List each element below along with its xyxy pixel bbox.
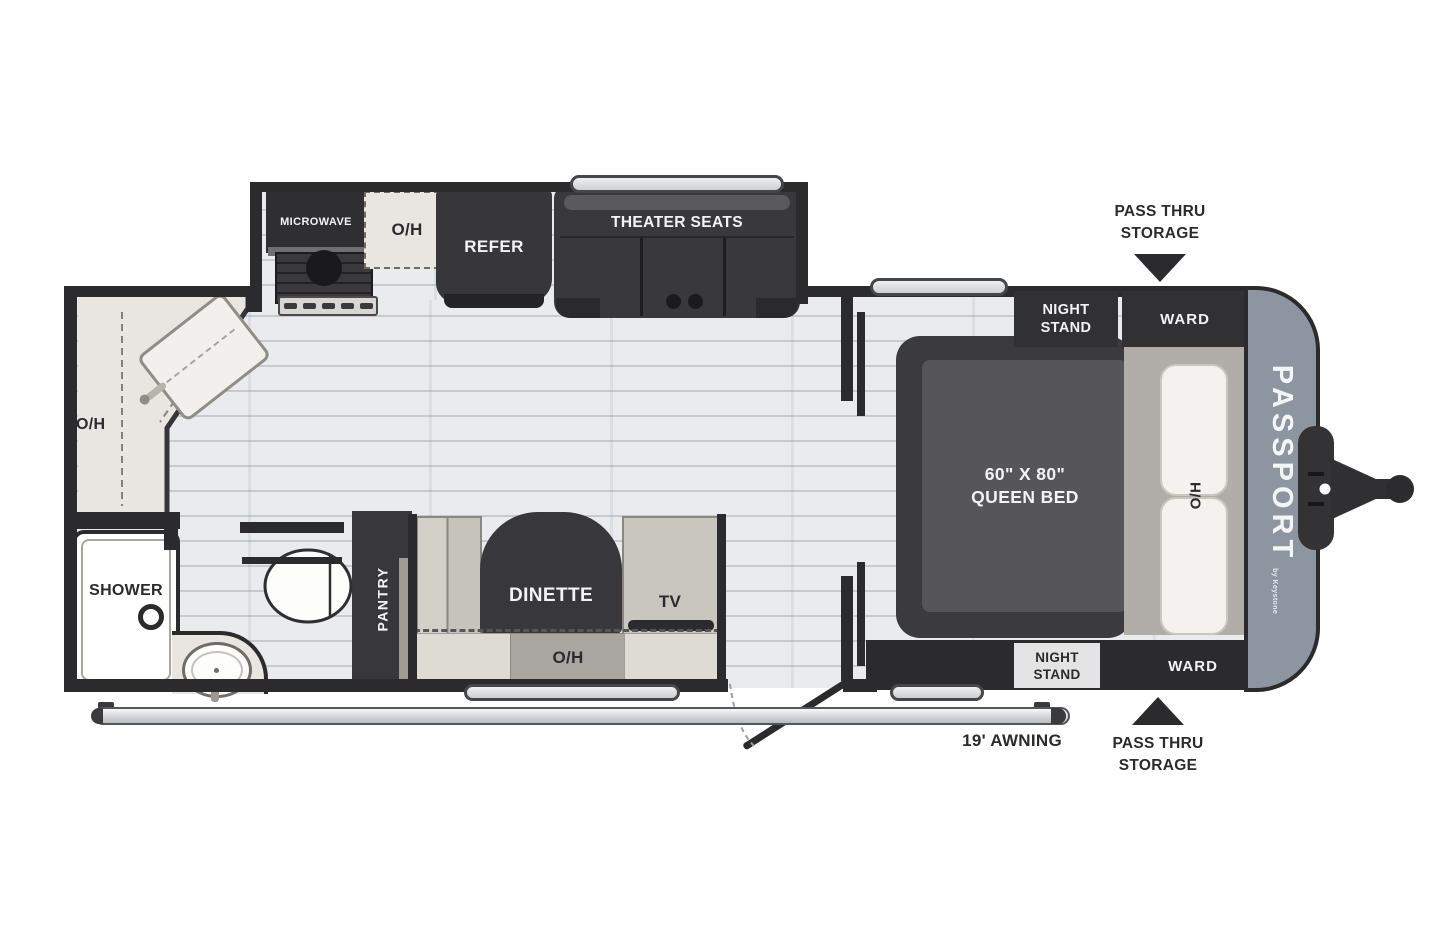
slide-boundary-dashed xyxy=(414,629,720,632)
hitch xyxy=(1298,426,1414,550)
overhead-cabinet-dinette-center: O/H xyxy=(510,633,626,683)
theater-seats: THEATER SEATS xyxy=(554,188,800,318)
tv-stand xyxy=(628,620,714,631)
tv-label: TV xyxy=(658,592,682,611)
ward-top-label: WARD xyxy=(1160,310,1210,328)
ward-bottom: WARD xyxy=(1138,651,1248,681)
night-stand-top-label2: STAND xyxy=(1040,320,1092,336)
dinette-bench-left xyxy=(416,516,482,636)
armrest-base xyxy=(756,298,798,318)
headrest-bar xyxy=(564,195,790,210)
vent-slot xyxy=(321,303,335,309)
seat-cushion-line xyxy=(560,236,794,238)
pantry-label: PANTRY xyxy=(374,566,390,631)
pillow xyxy=(1160,364,1228,496)
night-stand-bottom-label1: NIGHT xyxy=(1035,649,1079,665)
range-vent xyxy=(278,296,378,316)
overhead-label-galley: O/H xyxy=(76,416,106,433)
toilet xyxy=(263,548,353,624)
slide-wall-top xyxy=(250,182,808,192)
dinette-slide-wall-right xyxy=(717,514,726,682)
dinette-label: DINETTE xyxy=(508,585,594,606)
pass-thru-arrow-bottom xyxy=(1132,697,1184,725)
refrigerator: REFER xyxy=(436,191,552,303)
overhead-cabinet-dinette-left xyxy=(414,633,512,683)
seat-divider xyxy=(723,238,726,316)
theater-seats-label: THEATER SEATS xyxy=(610,214,744,231)
window-pill-bottom-dinette xyxy=(464,684,680,701)
awning-end-nub-right xyxy=(1034,702,1050,710)
night-stand-top-label1: NIGHT xyxy=(1042,302,1090,318)
vanity-faucet-stem xyxy=(211,688,219,702)
shower-label: SHOWER xyxy=(89,582,163,599)
tv-cabinet xyxy=(622,516,722,638)
cupholder-dot xyxy=(688,294,703,309)
vent-slot xyxy=(283,303,297,309)
awning-cap-left xyxy=(91,708,103,724)
bath-wall-tab xyxy=(164,512,178,550)
microwave-label: MICROWAVE xyxy=(280,216,352,228)
bath-wall-toilet-thin xyxy=(242,557,342,564)
cupholder-dot xyxy=(666,294,681,309)
refrigerator-label: REFER xyxy=(464,237,524,256)
awning-cap-right xyxy=(1051,708,1066,724)
pass-thru-top-line2: STORAGE xyxy=(1120,225,1200,242)
night-stand-bottom-label2: STAND xyxy=(1033,666,1081,682)
burner-icon xyxy=(306,250,342,286)
pass-thru-label-bottom: PASS THRU STORAGE xyxy=(1068,733,1248,777)
slide-wall-right xyxy=(796,182,808,304)
shower-drain-icon xyxy=(138,604,164,630)
awning-label: 19' AWNING xyxy=(962,731,1062,750)
sink-drain-dot xyxy=(214,668,219,673)
ward-bottom-label: WARD xyxy=(1168,657,1218,675)
vent-slot xyxy=(302,303,316,309)
wall-top-left xyxy=(64,286,260,297)
shower: SHOWER xyxy=(72,530,180,690)
window-pill-top-right xyxy=(870,278,1008,296)
pass-thru-label-top: PASS THRU STORAGE xyxy=(1072,201,1248,245)
pantry-counter-strip xyxy=(399,558,410,682)
overhead-label-dinette: O/H xyxy=(552,648,584,667)
bath-wall-toilet xyxy=(240,522,344,533)
vent-slot xyxy=(359,303,373,309)
night-stand-top: NIGHT STAND xyxy=(1014,291,1118,347)
armrest-base xyxy=(556,298,600,318)
night-stand-bottom: NIGHT STAND xyxy=(1014,643,1100,688)
queen-bed-mattress: 60" X 80" QUEEN BED xyxy=(922,360,1128,612)
pass-thru-top-line1: PASS THRU xyxy=(1114,203,1206,220)
dinette-slide-wall-left xyxy=(408,514,417,682)
pillow xyxy=(1160,497,1228,635)
ward-top: WARD xyxy=(1122,291,1248,347)
window-pill-bottom-bedroom xyxy=(890,684,984,701)
pass-thru-bottom-line2: STORAGE xyxy=(1118,757,1198,774)
seat-divider xyxy=(640,238,643,316)
overhead-label-bedroom: O/H xyxy=(1187,481,1205,509)
window-pill-slide-top xyxy=(570,175,784,193)
bedroom-partition-bottom-b xyxy=(857,562,865,666)
bedroom-partition-bottom-a xyxy=(841,576,853,681)
sink-divider xyxy=(166,328,236,384)
pass-thru-arrow-top xyxy=(1134,254,1186,282)
microwave-cabinet: MICROWAVE xyxy=(266,191,366,253)
awning-end-nub-left xyxy=(98,702,114,710)
refrigerator-base xyxy=(444,294,544,308)
wall-left xyxy=(64,286,77,692)
overhead-label-kitchen: O/H xyxy=(391,220,423,239)
dinette-table xyxy=(480,512,622,634)
bed-size-label: 60" X 80" xyxy=(984,464,1066,484)
passport-brand-sub: by Keystone xyxy=(1271,567,1279,614)
bedroom-partition-top-b xyxy=(857,312,865,416)
pass-thru-bottom-line1: PASS THRU xyxy=(1112,735,1204,752)
slide-wall-left xyxy=(250,182,262,304)
vent-slot xyxy=(340,303,354,309)
bed-type-label: QUEEN BED xyxy=(971,487,1079,507)
bath-wall-shower xyxy=(68,512,180,529)
overhead-cabinet-dinette-right xyxy=(624,633,720,683)
overhead-label-bedroom-wrap: O/H xyxy=(1174,458,1218,532)
bedroom-partition-top-a xyxy=(841,291,853,401)
awning-bar xyxy=(94,707,1070,725)
